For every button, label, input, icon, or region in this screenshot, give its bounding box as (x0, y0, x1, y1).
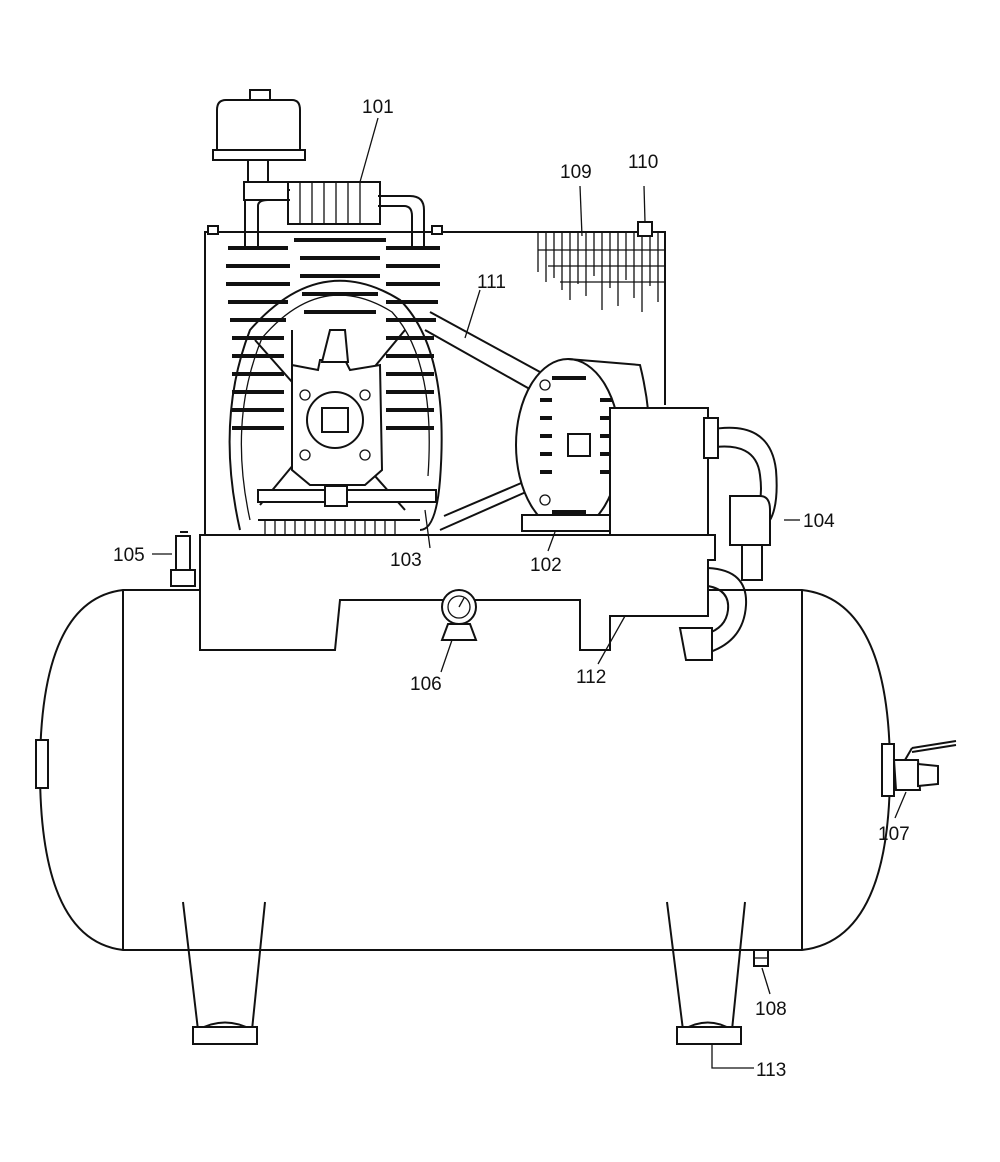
service-valve (881, 740, 957, 797)
belt-guard-grille (537, 232, 665, 312)
lower-tube (678, 567, 748, 661)
tank-foot-left (182, 901, 266, 1045)
cylinder-fins-center (294, 238, 386, 314)
callout-113: 113 (756, 1060, 786, 1081)
tank-foot-right (666, 901, 746, 1045)
air-filter (212, 89, 306, 201)
callout-104: 104 (803, 511, 835, 532)
pressure-gauge (440, 589, 478, 641)
callout-110: 110 (628, 152, 658, 173)
callout-106: 106 (410, 674, 442, 695)
callout-111: 111 (477, 272, 506, 293)
callout-labels: 101 102 103 104 105 106 107 108 109 110 … (113, 97, 910, 1081)
drain-valve (753, 949, 769, 967)
callout-102: 102 (530, 555, 562, 576)
compressor-pump (226, 181, 443, 534)
callout-107: 107 (878, 824, 910, 845)
safety-valve (170, 531, 196, 587)
callout-112: 112 (576, 667, 606, 688)
cylinder-fins-left (226, 246, 290, 430)
callout-109: 109 (560, 162, 592, 183)
cylinder-fins-right (386, 246, 440, 430)
callout-103: 103 (390, 550, 422, 571)
callout-108: 108 (755, 999, 787, 1020)
callout-101: 101 (362, 97, 394, 118)
air-tank (35, 589, 892, 951)
check-valve (729, 495, 771, 581)
callout-105: 105 (113, 545, 145, 566)
leader-lines (152, 117, 907, 1069)
